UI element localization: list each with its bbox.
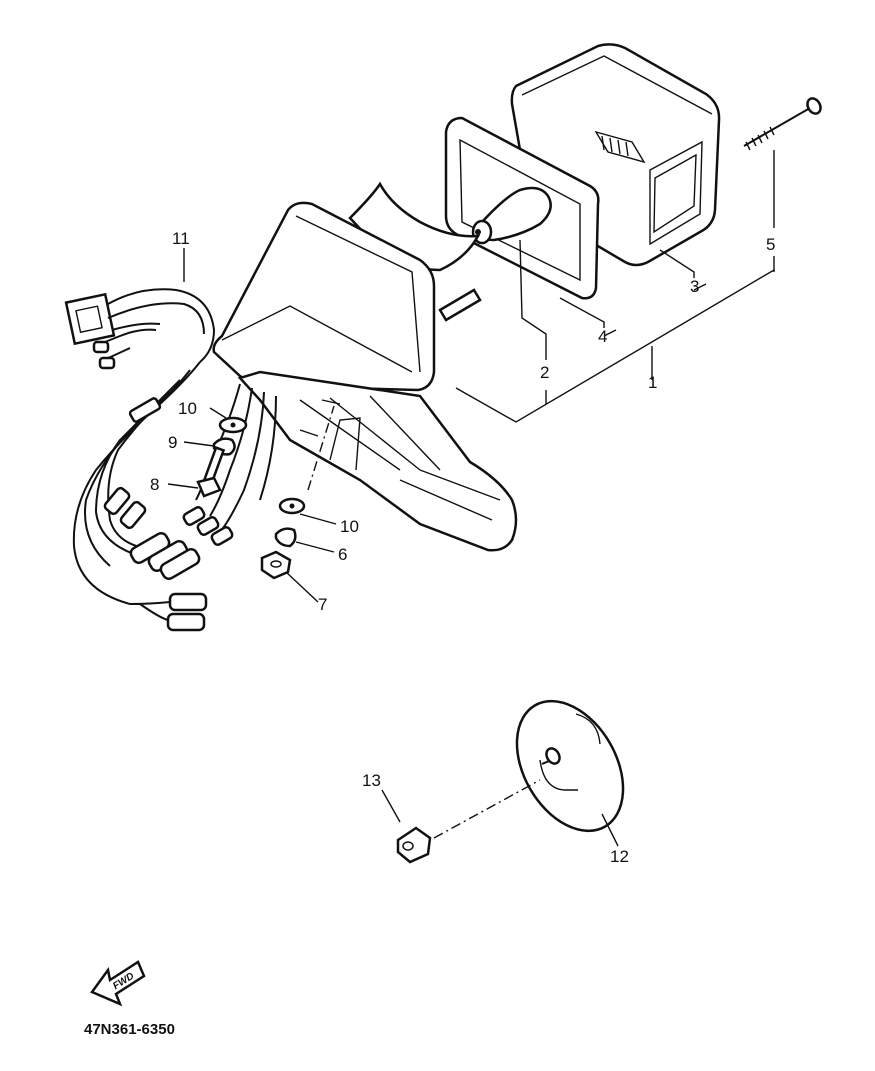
callout-labels: 1 2 3 4 5 6 7 8 9 10 10 11 12 13	[150, 229, 775, 866]
wiring-harness	[64, 288, 277, 632]
reflector-assembly	[396, 699, 625, 864]
callout-10-upper: 10	[178, 399, 197, 418]
callout-1: 1	[648, 373, 657, 392]
forward-direction-badge: FWD	[90, 960, 146, 1007]
callout-2: 2	[540, 363, 549, 382]
hardware-fasteners	[196, 416, 306, 580]
tail-light-bracket	[212, 181, 518, 552]
callout-13: 13	[362, 771, 381, 790]
callout-6: 6	[338, 545, 347, 564]
forward-arrow-icon	[90, 960, 146, 1007]
callout-12: 12	[610, 847, 629, 866]
callout-4: 4	[598, 327, 607, 346]
callout-10-lower: 10	[340, 517, 359, 536]
callout-3: 3	[690, 277, 699, 296]
callout-5: 5	[766, 235, 775, 254]
leader-lines	[167, 150, 775, 847]
callout-8: 8	[150, 475, 159, 494]
part-code: 47N361-6350	[84, 1021, 175, 1038]
callout-11: 11	[172, 229, 190, 248]
bulb-socket	[471, 186, 552, 245]
long-screw	[743, 97, 822, 151]
callout-9: 9	[168, 433, 177, 452]
callout-7: 7	[318, 595, 327, 614]
